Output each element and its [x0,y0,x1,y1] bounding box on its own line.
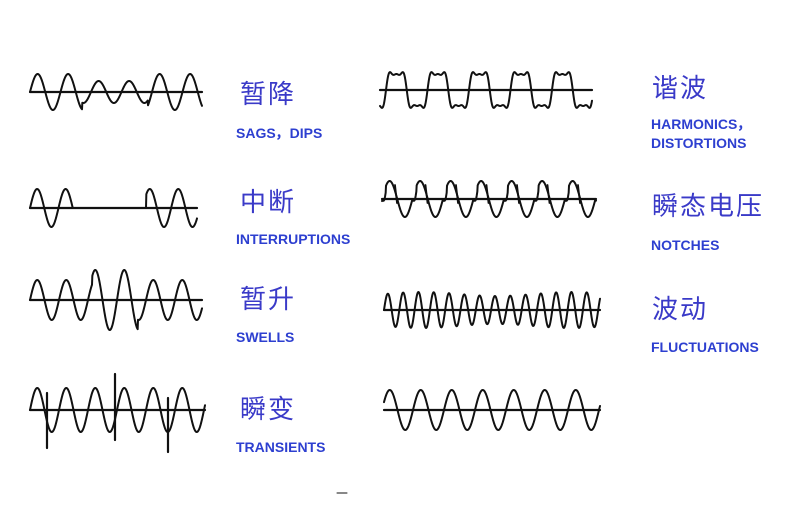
label-en-harmonics-line2: DISTORTIONS [651,135,747,151]
label-en-notches: NOTCHES [651,236,719,255]
label-en-interruptions: INTERRUPTIONS [236,230,350,249]
notch-mark [394,184,398,204]
notch-mark [577,184,581,204]
label-en-transients-line: TRANSIENTS [236,439,326,455]
label-cn-fluctuations: 波动 [652,295,709,325]
notch-mark [516,184,520,204]
label-cn-transients: 瞬变 [240,395,297,425]
notch-mark [424,184,429,204]
label-en-swells: SWELLS [236,328,294,347]
transients-wave [29,387,206,433]
notch-mark [546,184,551,204]
label-cn-interruptions: 中断 [240,188,297,218]
normal-wave [383,389,601,431]
label-en-sags: SAGS，DIPS [236,124,322,143]
fluctuations-wave [383,291,601,329]
label-en-fluctuations-line: FLUCTUATIONS [651,339,759,355]
label-en-harmonics-line1: HARMONICS， [651,116,752,132]
label-cn-sags: 暂降 [240,80,297,110]
label-cn-harmonics: 谐波 [652,74,709,104]
harmonics-wave [379,71,593,109]
label-en-interruptions-line: INTERRUPTIONS [236,231,351,247]
label-en-sags-line: SAGS，DIPS [236,125,323,141]
label-en-swells-line: SWELLS [236,329,295,345]
interruptions-wave [29,188,198,228]
label-en-notches-line: NOTCHES [651,237,720,253]
notch-mark [485,184,490,204]
notch-mark [455,184,459,204]
sags-wave [29,73,203,111]
label-cn-notches: 瞬态电压 [652,192,765,222]
swells-wave [29,269,203,331]
label-cn-swells: 暂升 [240,285,297,315]
label-en-transients: TRANSIENTS [236,438,325,457]
label-en-fluctuations: FLUCTUATIONS [651,338,759,357]
label-en-harmonics: HARMONICS， DISTORTIONS [651,115,751,153]
